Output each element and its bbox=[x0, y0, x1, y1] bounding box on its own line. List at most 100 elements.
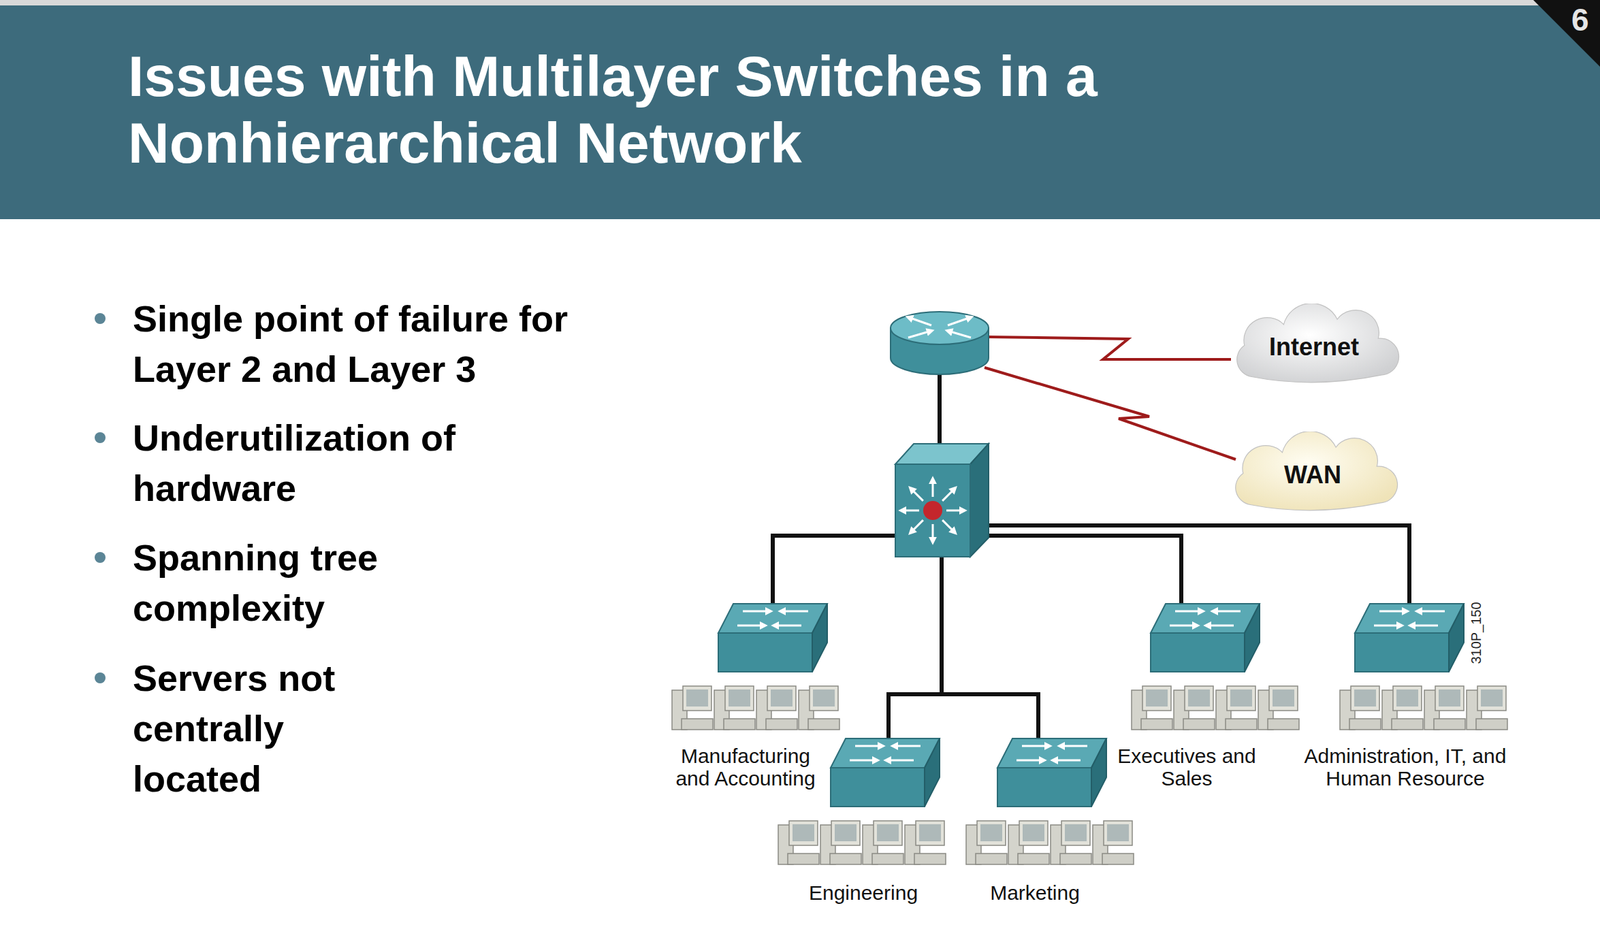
pc-monitor bbox=[873, 821, 903, 846]
cloud-label: Internet bbox=[1269, 332, 1359, 361]
department-label: Manufacturing and Accounting bbox=[663, 744, 828, 790]
department-label: Engineering bbox=[795, 881, 932, 905]
pc-monitor bbox=[1350, 686, 1380, 711]
switch-front bbox=[997, 768, 1092, 807]
ethernet-link bbox=[937, 373, 942, 450]
switch-arrow bbox=[774, 625, 802, 628]
switch-arrow bbox=[1169, 625, 1197, 628]
serial-link bbox=[984, 367, 1236, 460]
pc-screen bbox=[1354, 689, 1376, 707]
pc-keyboard bbox=[1267, 718, 1300, 730]
switch-arrow bbox=[1410, 625, 1438, 628]
switch-arrow bbox=[737, 625, 765, 628]
pc-keyboard bbox=[1017, 853, 1050, 865]
workstation-group bbox=[1131, 686, 1300, 730]
pc-screen bbox=[812, 689, 835, 707]
bullet-dot bbox=[94, 313, 106, 325]
pc-monitor bbox=[1103, 821, 1133, 846]
switch-arrow bbox=[1417, 610, 1445, 613]
switch-arrow bbox=[742, 610, 771, 613]
pc-screen bbox=[919, 824, 941, 842]
pc-keyboard bbox=[1433, 718, 1466, 730]
pc-screen bbox=[1064, 824, 1087, 842]
switch-side bbox=[1244, 603, 1260, 672]
switch-arrow bbox=[886, 759, 914, 762]
pc-screen bbox=[1188, 689, 1210, 707]
pc-monitor bbox=[1477, 686, 1507, 711]
switch-icon bbox=[1354, 603, 1464, 672]
pc-screen bbox=[1272, 689, 1295, 707]
workstation-group bbox=[1339, 686, 1508, 730]
pc-screen bbox=[686, 689, 709, 707]
switch-arrow bbox=[1206, 625, 1234, 628]
ethernet-link bbox=[939, 544, 944, 695]
figure-code: 310P_150 bbox=[1467, 592, 1485, 675]
bullet-dot bbox=[94, 672, 106, 684]
pc-monitor bbox=[767, 686, 796, 711]
switch-arrow bbox=[1379, 610, 1407, 613]
pc-screen bbox=[1107, 824, 1129, 842]
pc-keyboard bbox=[1476, 718, 1508, 730]
switch-arrow bbox=[1175, 610, 1203, 613]
switch-arrow bbox=[1053, 759, 1081, 762]
pc-keyboard bbox=[914, 853, 946, 865]
corner-tab bbox=[1533, 0, 1600, 67]
switch-top bbox=[997, 738, 1107, 768]
router-arrow bbox=[947, 317, 971, 326]
switch-arrow bbox=[855, 745, 883, 748]
slide-title: Issues with Multilayer Switches in a Non… bbox=[128, 42, 1180, 177]
pc-keyboard bbox=[808, 718, 840, 730]
switch-arrow bbox=[1373, 625, 1402, 628]
mls-arrow bbox=[910, 488, 923, 501]
department-label: Executives and Sales bbox=[1105, 744, 1269, 790]
pc-monitor bbox=[1019, 821, 1048, 846]
mls-arrow bbox=[946, 509, 965, 512]
pc-monitor bbox=[1269, 686, 1298, 711]
bullet-text: Servers not centrally located bbox=[132, 652, 406, 805]
pc-monitor bbox=[1393, 686, 1422, 711]
pc-screen bbox=[728, 689, 751, 707]
pc-keyboard bbox=[765, 718, 798, 730]
pc-keyboard bbox=[681, 718, 713, 730]
switch-icon bbox=[718, 603, 828, 672]
pc-keyboard bbox=[1141, 718, 1173, 730]
cloud-node: Internet bbox=[1224, 303, 1404, 391]
mls-front bbox=[895, 464, 971, 557]
switch-front bbox=[830, 768, 925, 807]
mls-arrow bbox=[932, 524, 935, 542]
ethernet-link bbox=[888, 694, 1039, 743]
pc-keyboard bbox=[1391, 718, 1423, 730]
pc-keyboard bbox=[1183, 718, 1215, 730]
mls-arrow bbox=[942, 488, 955, 501]
pc-screen bbox=[876, 824, 899, 842]
switch-side bbox=[924, 738, 940, 807]
switch-side bbox=[1091, 738, 1107, 807]
bullet-text: Single point of failure for Layer 2 and … bbox=[132, 293, 651, 395]
switch-front bbox=[1354, 633, 1449, 672]
pc-screen bbox=[1230, 689, 1253, 707]
cloud-label: WAN bbox=[1284, 460, 1342, 489]
pc-keyboard bbox=[1060, 853, 1092, 865]
bullet-dot bbox=[94, 432, 106, 444]
pc-monitor bbox=[682, 686, 712, 711]
pc-keyboard bbox=[975, 853, 1007, 865]
bullet-text: Underutilization of hardware bbox=[132, 412, 596, 514]
mls-side bbox=[970, 443, 989, 557]
pc-screen bbox=[1438, 689, 1461, 707]
switch-arrow bbox=[1213, 610, 1241, 613]
wires bbox=[772, 337, 1410, 743]
pc-monitor bbox=[1184, 686, 1214, 711]
switch-arrow bbox=[893, 745, 921, 748]
pc-monitor bbox=[1226, 686, 1256, 711]
department-label: Marketing bbox=[966, 881, 1103, 905]
switch-icon bbox=[1150, 603, 1260, 672]
switch-side bbox=[1448, 603, 1464, 672]
switch-front bbox=[1150, 633, 1245, 672]
mls-arrow bbox=[901, 509, 920, 512]
pc-monitor bbox=[1435, 686, 1464, 711]
switch-top bbox=[718, 603, 828, 634]
cloud-outline bbox=[1235, 431, 1398, 511]
ethernet-link bbox=[941, 525, 1410, 608]
switch-side bbox=[812, 603, 828, 672]
mls-core bbox=[923, 501, 943, 521]
